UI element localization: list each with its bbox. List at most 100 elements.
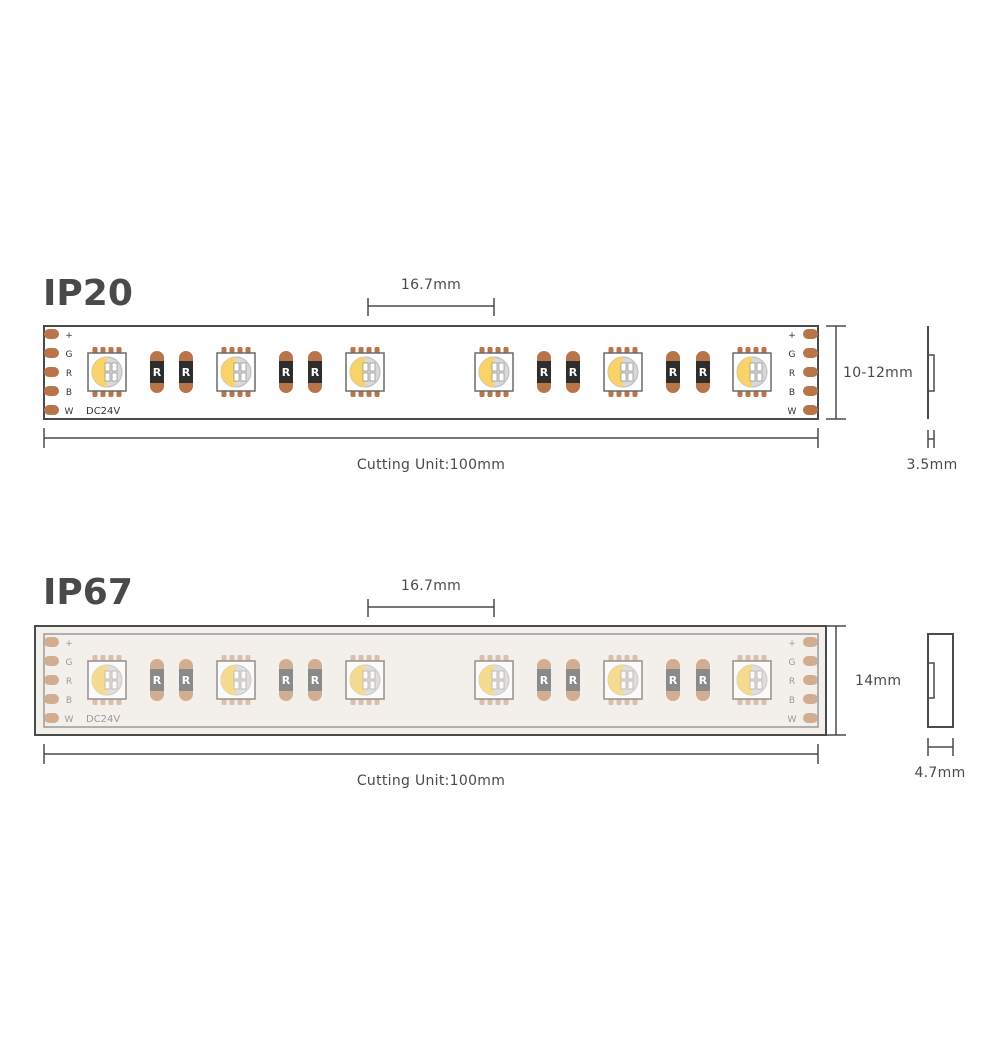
ip67-pad-left-0	[44, 637, 59, 647]
ip67-pad-label-left: R	[66, 677, 72, 687]
ip67-led-chip	[732, 655, 772, 705]
ip20-resistor: R	[537, 351, 551, 393]
ip20-resistor: R	[566, 351, 580, 393]
ip67-cutting-dimension: Cutting Unit:100mm	[43, 744, 819, 789]
ip20-height-label: 3.5mm	[906, 457, 957, 473]
ip67-pad-left-3	[44, 694, 59, 704]
svg-text:R: R	[699, 366, 708, 379]
ip67-width-dimension: 14mm	[826, 625, 901, 736]
ip20-pad-label-left: +	[65, 331, 73, 341]
ip67-led-chip	[345, 655, 385, 705]
ip20-resistor: R	[696, 351, 710, 393]
ip67-pitch-dimension: 16.7mm	[367, 578, 495, 617]
ip67-pad-label-right: B	[789, 696, 795, 706]
ip20-pad-label-left: W	[65, 407, 74, 417]
ip67-resistor: R	[279, 659, 293, 701]
ip67-pad-right-0	[803, 637, 818, 647]
ip20-resistor: R	[308, 351, 322, 393]
svg-text:R: R	[669, 674, 678, 687]
ip20-width-dimension: 10-12mm	[826, 325, 913, 420]
ip20-pad-left-2	[44, 367, 59, 377]
ip67-resistor: R	[566, 659, 580, 701]
ip67-width-label: 14mm	[855, 673, 901, 689]
ip20-led-chip	[87, 347, 127, 397]
ip67-resistor: R	[666, 659, 680, 701]
ip20-voltage-label: DC24V	[86, 406, 120, 417]
ip67-pad-label-right: +	[788, 639, 796, 649]
svg-text:R: R	[311, 366, 320, 379]
ip67-pad-label-left: W	[65, 715, 74, 725]
ip20-pad-label-left: R	[66, 369, 72, 379]
svg-text:R: R	[311, 674, 320, 687]
ip67-resistor: R	[696, 659, 710, 701]
ip67-pad-label-left: B	[66, 696, 72, 706]
ip20-pad-right-4	[803, 405, 818, 415]
ip20-pad-left-0	[44, 329, 59, 339]
ip67-cross-section: 4.7mm	[914, 633, 965, 781]
ip20-pad-left-3	[44, 386, 59, 396]
ip20-pad-label-right: R	[789, 369, 795, 379]
ip67-led-chip	[474, 655, 514, 705]
ip67-title: IP67	[43, 572, 133, 613]
svg-text:R: R	[569, 674, 578, 687]
ip67-pad-label-left: +	[65, 639, 73, 649]
ip67-strip	[43, 633, 819, 728]
ip20-led-chip	[474, 347, 514, 397]
svg-text:R: R	[182, 674, 191, 687]
svg-text:R: R	[153, 366, 162, 379]
ip67-height-label: 4.7mm	[914, 765, 965, 781]
ip67-pad-label-right: W	[788, 715, 797, 725]
ip67-resistor: R	[537, 659, 551, 701]
ip20-resistor: R	[666, 351, 680, 393]
ip67-led-chip	[216, 655, 256, 705]
ip67-led-chip	[87, 655, 127, 705]
ip20-resistor: R	[150, 351, 164, 393]
ip20-pad-label-right: +	[788, 331, 796, 341]
ip20-cutting-dimension: Cutting Unit:100mm	[43, 428, 819, 473]
svg-text:R: R	[540, 674, 549, 687]
ip20-title: IP20	[43, 273, 133, 314]
svg-text:R: R	[540, 366, 549, 379]
ip67-resistor: R	[150, 659, 164, 701]
svg-text:R: R	[153, 674, 162, 687]
ip20-led-chip	[345, 347, 385, 397]
ip20-pad-left-1	[44, 348, 59, 358]
ip67-voltage-label: DC24V	[86, 714, 120, 725]
ip20-strip	[43, 325, 819, 420]
svg-text:R: R	[669, 366, 678, 379]
ip67-led-chip	[603, 655, 643, 705]
ip20-pad-label-right: W	[788, 407, 797, 417]
ip20-cutting-label: Cutting Unit:100mm	[357, 457, 505, 473]
ip67-pad-label-left: G	[66, 658, 73, 668]
ip67-pad-label-right: R	[789, 677, 795, 687]
ip20-pad-left-4	[44, 405, 59, 415]
ip67-pad-right-4	[803, 713, 818, 723]
ip20-cross-section: 3.5mm	[906, 326, 957, 473]
ip67-pad-right-2	[803, 675, 818, 685]
ip67-pad-left-2	[44, 675, 59, 685]
ip20-pitch-label: 16.7mm	[401, 277, 461, 293]
svg-text:R: R	[282, 674, 291, 687]
ip20-pad-right-3	[803, 386, 818, 396]
ip20-led-chip	[732, 347, 772, 397]
ip20-pad-label-right: B	[789, 388, 795, 398]
ip67-pad-left-1	[44, 656, 59, 666]
ip20-led-chip	[603, 347, 643, 397]
ip20-pad-label-left: B	[66, 388, 72, 398]
ip20-pitch-dimension: 16.7mm	[367, 277, 495, 316]
svg-text:R: R	[699, 674, 708, 687]
ip20-resistor: R	[179, 351, 193, 393]
ip67-pad-right-1	[803, 656, 818, 666]
ip67-pad-right-3	[803, 694, 818, 704]
ip67-pad-left-4	[44, 713, 59, 723]
svg-text:R: R	[569, 366, 578, 379]
ip20-width-label: 10-12mm	[843, 365, 913, 381]
ip67-pad-label-right: G	[789, 658, 796, 668]
ip20-pad-label-left: G	[66, 350, 73, 360]
ip67-resistor: R	[179, 659, 193, 701]
ip67-resistor: R	[308, 659, 322, 701]
